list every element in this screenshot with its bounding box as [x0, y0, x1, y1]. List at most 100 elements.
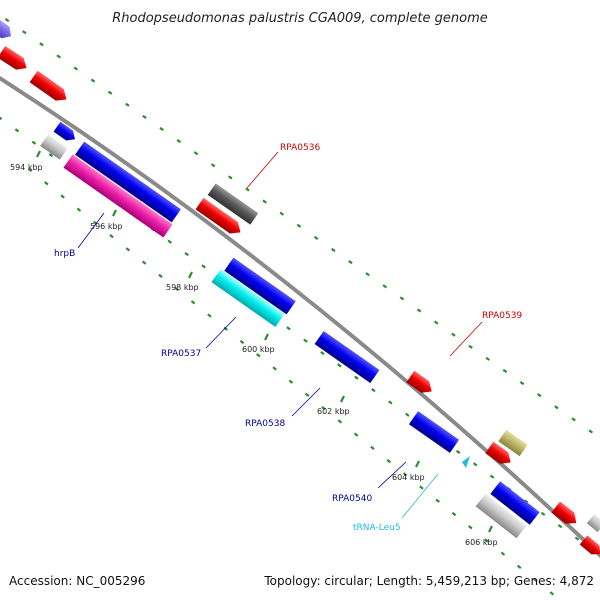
scale-ticks: 594 kbp 596 kbp 598 kbp 600 kbp 602 kbp …	[10, 150, 498, 547]
gene-red-c[interactable]	[485, 441, 514, 468]
guide-dot	[272, 366, 277, 371]
gene-labels: RPA0536 hrpB RPA0537 RPA0538 RPA0539 RPA…	[54, 143, 522, 533]
gene-label-rpa0540[interactable]: RPA0540	[332, 494, 372, 504]
label-leader-trna-leu5	[401, 473, 439, 519]
guide-dot	[354, 375, 359, 380]
gene-label-rpa0537[interactable]: RPA0537	[161, 349, 201, 359]
gene-red-e[interactable]	[579, 535, 600, 558]
scale-tick-mark	[488, 525, 493, 533]
gene-rpa0538[interactable]	[314, 330, 380, 384]
gene-gray-d[interactable]	[475, 493, 527, 539]
guide-dot	[502, 368, 508, 374]
gene-red-a[interactable]	[0, 45, 30, 74]
guide-dot	[288, 379, 294, 384]
guide-dot	[433, 320, 439, 325]
guide-dot	[56, 54, 61, 59]
guide-dot	[353, 432, 359, 437]
gene-rpa0540[interactable]	[408, 411, 460, 453]
gene-khaki[interactable]	[498, 429, 528, 457]
guide-dot	[48, 153, 54, 158]
guide-dot	[489, 474, 495, 479]
scale-tick-mark	[188, 271, 193, 279]
label-leader-rpa0539	[449, 321, 483, 357]
gene-red-d[interactable]	[551, 501, 580, 528]
gene-blue-d[interactable]	[490, 481, 540, 525]
guide-dot	[262, 199, 267, 204]
gene-red-b[interactable]	[29, 70, 71, 105]
guide-dot	[39, 42, 44, 47]
gene-gray-e[interactable]	[586, 513, 600, 533]
guide-dot	[388, 400, 393, 405]
guide-dot	[76, 207, 82, 212]
genome-summary-text: Topology: circular; Length: 5,459,213 bp…	[264, 574, 594, 588]
gene-rpa0537-cyan[interactable]	[211, 269, 285, 327]
guide-dot	[73, 66, 79, 71]
label-leader-rpa0540	[377, 461, 407, 489]
guide-dot	[554, 405, 559, 410]
tick-label-606: 606 kbp	[465, 538, 498, 547]
dotted-track-guides	[0, 18, 594, 596]
tick-label-600: 600 kbp	[242, 345, 275, 354]
guide-dot	[207, 313, 212, 318]
gene-rpa0537-blue[interactable]	[224, 257, 296, 315]
tick-label-594: 594 kbp	[10, 163, 43, 172]
guide-dot	[0, 116, 3, 121]
gene-label-rpa0539[interactable]: RPA0539	[482, 311, 522, 321]
gene-magenta[interactable]	[63, 154, 173, 238]
guide-dot	[451, 511, 457, 517]
guide-dot	[371, 388, 376, 393]
guide-dot	[210, 163, 216, 168]
gene-blue-small[interactable]	[53, 121, 79, 144]
guide-dot	[370, 445, 375, 450]
guide-dot	[303, 338, 308, 343]
gene-lavender[interactable]	[0, 17, 15, 42]
guide-dot	[44, 181, 49, 186]
scale-tick-mark	[415, 460, 420, 468]
gene-label-trna-leu5[interactable]: tRNA-Leu5	[353, 523, 401, 533]
guide-dot	[468, 344, 473, 349]
guide-dot	[337, 363, 342, 368]
guide-dot	[405, 412, 410, 417]
gene-hrpb[interactable]	[75, 141, 181, 223]
scale-tick-mark	[112, 209, 117, 217]
guide-dot	[588, 429, 594, 434]
guide-dot	[286, 326, 291, 331]
label-leader-rpa0537	[205, 316, 237, 349]
tick-label-604: 604 kbp	[392, 473, 425, 482]
guide-dot	[519, 381, 525, 386]
guide-dot	[176, 139, 182, 144]
guide-dot	[331, 247, 336, 253]
gene-label-rpa0536[interactable]: RPA0536	[280, 143, 320, 153]
guide-dot	[468, 525, 473, 530]
guide-dot	[256, 353, 261, 358]
guide-dot	[533, 578, 538, 583]
gene-gray-small[interactable]	[40, 134, 68, 160]
tick-label-596: 596 kbp	[90, 222, 123, 231]
guide-dot	[320, 350, 325, 356]
gene-label-rpa0538[interactable]: RPA0538	[245, 419, 285, 429]
guide-dot	[386, 458, 392, 464]
guide-dot	[365, 272, 370, 277]
guide-dot	[540, 511, 546, 516]
guide-dot	[399, 296, 405, 301]
guide-dot	[107, 90, 113, 95]
genome-backbone	[0, 75, 600, 559]
accession-text: Accession: NC_005296	[9, 574, 146, 588]
gene-features	[0, 17, 600, 558]
guide-dot	[22, 30, 27, 35]
guide-dot	[193, 151, 199, 156]
guide-dot	[296, 223, 302, 228]
guide-dot	[159, 126, 164, 132]
gene-rpa0539[interactable]	[406, 370, 435, 397]
guide-dot	[571, 417, 576, 422]
guide-dot	[109, 234, 114, 239]
guide-dot	[223, 326, 228, 331]
gene-label-hrpb[interactable]: hrpB	[54, 249, 75, 259]
guide-dot	[125, 102, 130, 107]
guide-dot	[557, 524, 563, 529]
gene-rpa0536-red[interactable]	[195, 197, 245, 238]
guide-dot	[228, 175, 233, 180]
guide-dot	[348, 260, 353, 265]
gene-rpa0536-dark[interactable]	[207, 183, 259, 225]
